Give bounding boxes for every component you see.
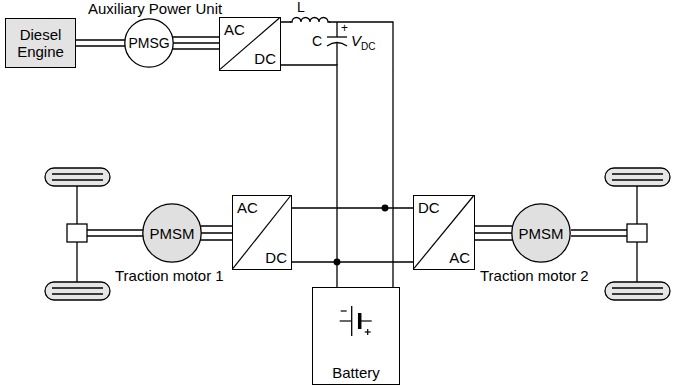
axle xyxy=(636,186,637,224)
wire-connector xyxy=(475,226,513,240)
battery-plate xyxy=(351,306,352,336)
tire-tread xyxy=(52,173,103,174)
wire-connector xyxy=(172,37,219,49)
node-text: PMSM xyxy=(150,225,195,242)
circle-outline xyxy=(512,204,570,262)
tire-tread xyxy=(612,179,663,180)
node-text: AC xyxy=(237,199,258,216)
node-text: Battery xyxy=(313,364,399,381)
node-text: AC xyxy=(224,21,245,38)
group-title: Auxiliary Power Unit xyxy=(88,0,222,17)
node-text: DC xyxy=(254,50,276,67)
battery-lead xyxy=(340,320,352,321)
junction-dot xyxy=(382,205,388,211)
tire-tread xyxy=(612,287,663,288)
node-text: DC xyxy=(418,199,440,216)
minus-mark xyxy=(341,310,347,311)
wheel xyxy=(605,282,670,300)
motor-circle: PMSM xyxy=(142,203,202,263)
tire-tread xyxy=(612,173,663,174)
capacitor-lead xyxy=(336,22,337,37)
motor-label: Traction motor 2 xyxy=(480,267,589,284)
wire-connector xyxy=(281,22,393,287)
voltage-symbol: V xyxy=(351,32,361,49)
converter-box: AC DC xyxy=(219,17,281,71)
motor-label: Traction motor 1 xyxy=(115,267,224,284)
tire-tread xyxy=(612,293,663,294)
circle-outline xyxy=(125,19,173,67)
wheel xyxy=(605,168,670,186)
circle-outline xyxy=(143,204,201,262)
tire-tread xyxy=(52,179,103,180)
plus-mark xyxy=(367,329,368,335)
axle xyxy=(636,242,637,282)
axle xyxy=(76,186,77,224)
inductor-label: L xyxy=(297,0,305,15)
voltage-subscript: DC xyxy=(361,41,375,53)
tire-tread xyxy=(52,287,103,288)
capacitor-label: C xyxy=(312,33,322,49)
capacitor-plate xyxy=(327,36,347,37)
converter-diagonal xyxy=(220,18,279,69)
polarity-mark: + xyxy=(341,21,348,35)
battery-lead xyxy=(360,320,372,321)
wire-connector xyxy=(200,226,232,240)
motor-shaft xyxy=(571,229,627,230)
converter-diagonal xyxy=(414,196,473,268)
differential-box xyxy=(627,224,647,242)
node-text: PMSM xyxy=(519,225,564,242)
converter-box: AC DC xyxy=(232,195,292,270)
converter-diagonal xyxy=(233,196,290,268)
tire-tread xyxy=(52,293,103,294)
inverter-box: DC AC xyxy=(413,195,475,270)
battery-box: Battery xyxy=(312,287,400,385)
axle xyxy=(76,242,77,282)
wire-connector xyxy=(76,40,125,46)
junction-dot xyxy=(334,259,340,265)
node-text: PMSG xyxy=(128,35,169,52)
wheel xyxy=(45,282,110,300)
capacitor-lead xyxy=(336,42,337,65)
wire-connector xyxy=(292,208,413,262)
motor-shaft xyxy=(571,235,627,236)
engine-box: Diesel Engine xyxy=(5,18,76,68)
motor-circle: PMSM xyxy=(511,203,571,263)
node-text: Diesel Engine xyxy=(10,26,71,60)
differential-box xyxy=(67,224,87,242)
motor-shaft xyxy=(87,235,143,236)
inductor-symbol xyxy=(290,18,330,23)
generator-circle: PMSG xyxy=(124,18,174,68)
node-text: DC xyxy=(265,249,287,266)
motor-shaft xyxy=(87,229,143,230)
wheel xyxy=(45,168,110,186)
node-text: AC xyxy=(449,249,470,266)
